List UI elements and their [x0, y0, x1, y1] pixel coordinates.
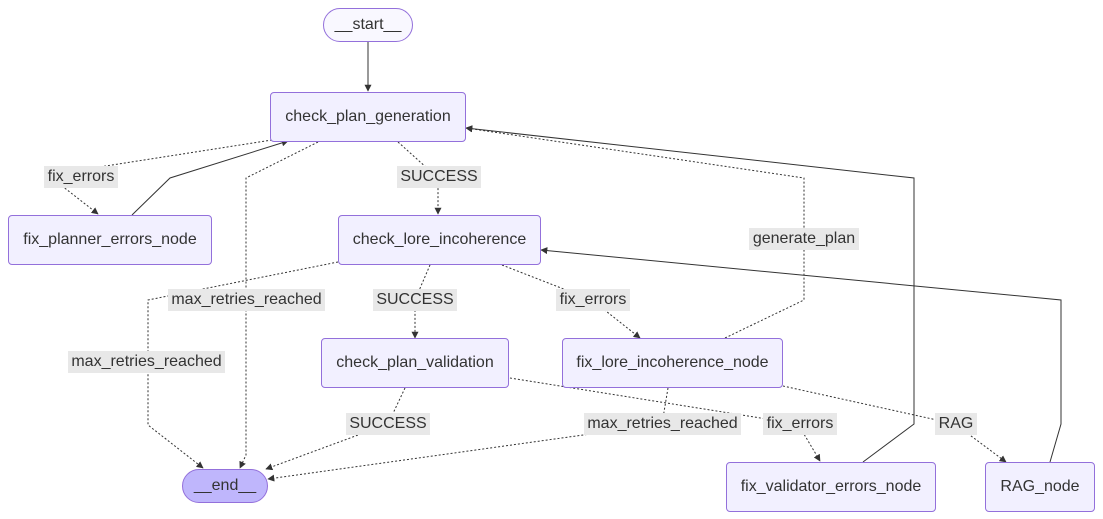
edge-fix-validator-errors-to-check-plan-generation — [465, 125, 915, 463]
edge-check-plan-validation-to-end — [265, 387, 406, 471]
check-plan-generation-node: check_plan_generation — [270, 92, 466, 142]
edge-label-max-retries-reached: max_retries_reached — [168, 289, 325, 311]
edge-label-fix-errors: fix_errors — [556, 289, 630, 311]
edge-label-success: SUCCESS — [397, 166, 481, 188]
edge-fix-planner-errors-to-check-plan-generation — [131, 139, 289, 216]
fix-planner-errors-node: fix_planner_errors_node — [8, 215, 212, 265]
edge-label-success: SUCCESS — [346, 413, 430, 435]
start-node: __start__ — [323, 8, 413, 42]
fix-validator-errors-node: fix_validator_errors_node — [726, 462, 936, 512]
edge-check-plan-validation-to-fix-validator-errors — [509, 377, 821, 462]
edge-rag-node-to-check-lore-incoherence — [540, 247, 1062, 463]
check-plan-validation-node: check_plan_validation — [321, 338, 509, 388]
edge-label-fix-errors: fix_errors — [44, 166, 118, 188]
end-node: __end__ — [182, 469, 268, 503]
check-lore-incoherence-node: check_lore_incoherence — [338, 215, 541, 265]
edge-label-generate-plan: generate_plan — [749, 228, 859, 250]
edge-label-rag: RAG — [935, 413, 977, 435]
fix-lore-incoherence-node: fix_lore_incoherence_node — [562, 338, 783, 388]
edge-check-lore-incoherence-to-check-plan-validation — [411, 264, 431, 339]
edge-label-success: SUCCESS — [373, 289, 457, 311]
edge-check-plan-generation-to-fix-planner-errors — [46, 139, 273, 215]
edge-label-max-retries-reached: max_retries_reached — [68, 351, 225, 373]
edge-label-max-retries-reached: max_retries_reached — [584, 413, 741, 435]
edge-label-fix-errors: fix_errors — [763, 413, 837, 435]
edge-check-plan-generation-to-end — [239, 141, 319, 469]
rag-node: RAG_node — [985, 462, 1095, 512]
